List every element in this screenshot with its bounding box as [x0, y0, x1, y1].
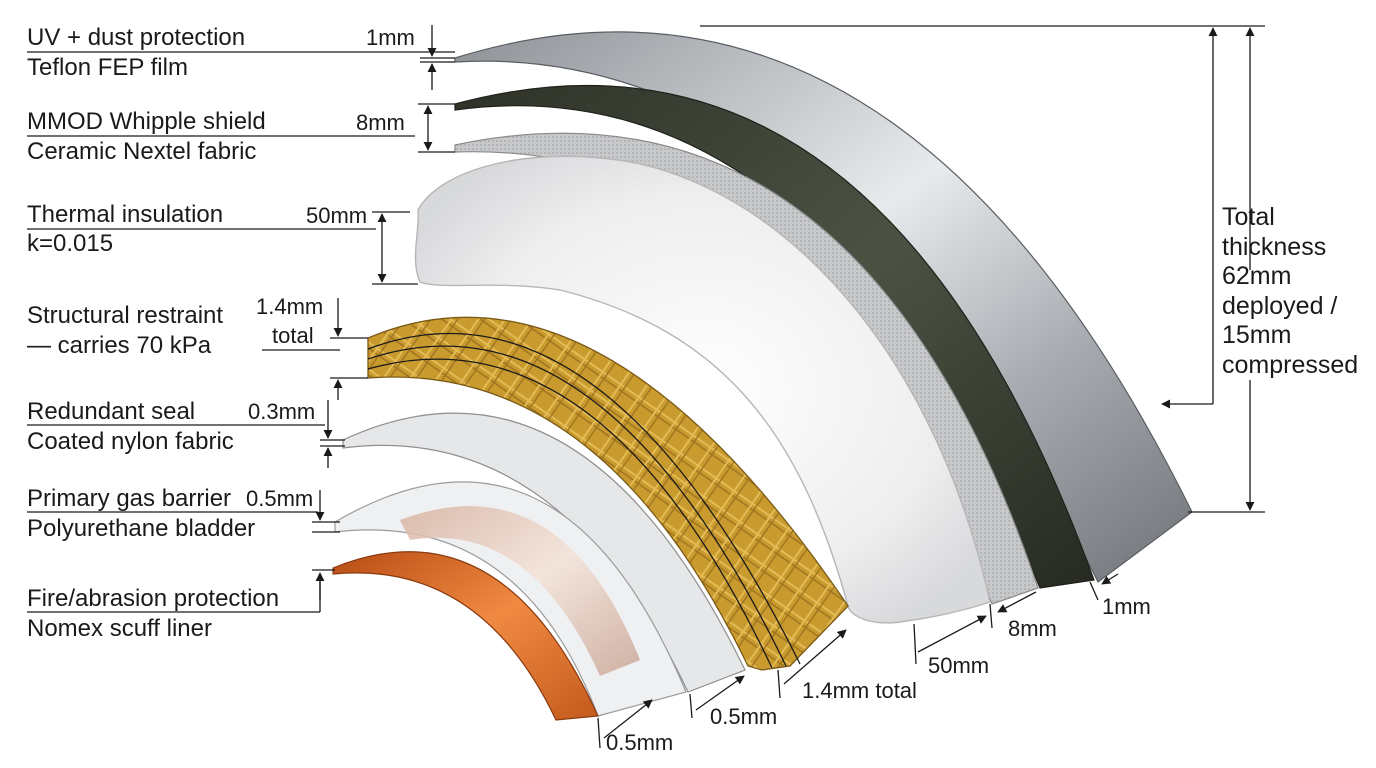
- layer-material: — carries 70 kPa: [27, 332, 212, 359]
- layer-material: Teflon FEP film: [27, 54, 188, 81]
- dim-line: [777, 669, 781, 699]
- dim-label: 0.5mm: [606, 730, 673, 755]
- label-nomex-layer: Fire/abrasion protection Nomex scuff lin…: [27, 569, 335, 642]
- dim-arrow: [783, 629, 847, 685]
- layer-name: Structural restraint: [27, 302, 223, 329]
- total-thickness-annotation: Total thickness 62mm deployed / 15mm com…: [700, 25, 1358, 513]
- label-mmod-layer: MMOD Whipple shield Ceramic Nextel fabri…: [27, 103, 455, 165]
- layer-material: k=0.015: [27, 230, 113, 257]
- dim-label: 50mm: [928, 653, 989, 678]
- layer-thickness: 0.3mm: [248, 399, 315, 424]
- restraint-ply-line: [367, 358, 773, 669]
- total-line3: 62mm: [1222, 262, 1291, 290]
- layer-name: Redundant seal: [27, 398, 195, 425]
- layer-thickness-line2: total: [272, 323, 314, 348]
- bottom-dim-mmod: 8mm: [989, 591, 1057, 641]
- dim-arrow: [1101, 573, 1119, 585]
- dim-line: [913, 623, 917, 665]
- layer-name: Thermal insulation: [27, 201, 223, 228]
- bottom-dim-outer: 1mm: [1089, 573, 1151, 619]
- total-line4: deployed /: [1222, 292, 1337, 320]
- bottom-dim-liner: 0.5mm: [597, 699, 673, 755]
- layer-name: Primary gas barrier: [27, 485, 231, 512]
- structural-restraint-layer: [367, 316, 849, 671]
- total-line6: compressed: [1222, 351, 1358, 379]
- bottom-dim-seal: 0.5mm: [689, 675, 777, 729]
- total-line1: Total: [1222, 203, 1275, 231]
- dim-line: [1089, 581, 1099, 601]
- bladder-film: [400, 506, 640, 676]
- layer-name: MMOD Whipple shield: [27, 108, 266, 135]
- layer-name: Fire/abrasion protection: [27, 585, 279, 612]
- dim-label: 8mm: [1008, 616, 1057, 641]
- layer-thickness: 0.5mm: [246, 486, 313, 511]
- label-thermal-layer: Thermal insulation k=0.015 50mm: [27, 201, 418, 285]
- layer-material: Nomex scuff liner: [27, 615, 212, 642]
- layer-thickness: 8mm: [356, 110, 405, 135]
- dim-arrow: [917, 615, 987, 653]
- nomex-liner-layer: [332, 551, 599, 721]
- restraint-ply-line: [367, 345, 787, 667]
- dim-line: [689, 693, 693, 719]
- dim-arrow: [997, 591, 1037, 613]
- layer-thickness: 50mm: [306, 203, 367, 228]
- dim-label: 0.5mm: [710, 704, 777, 729]
- layer-thickness-line1: 1.4mm: [256, 294, 323, 319]
- bottom-dim-restraint: 1.4mm total: [777, 629, 917, 703]
- layer-material: Ceramic Nextel fabric: [27, 138, 256, 165]
- label-seal-layer: Redundant seal Coated nylon fabric 0.3mm: [27, 398, 345, 468]
- dim-line: [597, 717, 601, 749]
- restraint-ply-line: [367, 332, 801, 665]
- total-line2: thickness: [1222, 233, 1326, 261]
- mmod-shield-layer: [454, 84, 1095, 589]
- layer-thickness: 1mm: [366, 25, 415, 50]
- total-line5: 15mm: [1222, 321, 1291, 349]
- bottom-dim-insulation: 50mm: [913, 615, 989, 678]
- dim-line: [989, 603, 993, 629]
- label-uv-layer: UV + dust protection Teflon FEP film 1mm: [27, 24, 455, 90]
- layer-name: UV + dust protection: [27, 24, 245, 51]
- dim-arrow: [695, 675, 745, 711]
- label-bladder-layer: Primary gas barrier Polyurethane bladder…: [27, 485, 340, 542]
- dim-arrow: [603, 699, 653, 739]
- thermal-insulation-layer: [414, 155, 991, 624]
- label-restraint-layer: Structural restraint — carries 70 kPa 1.…: [27, 294, 368, 400]
- layer-material: Coated nylon fabric: [27, 428, 234, 455]
- redundant-seal-layer: [342, 412, 746, 693]
- dim-label: 1.4mm total: [802, 678, 917, 703]
- dim-label: 1mm: [1102, 594, 1151, 619]
- layer-material: Polyurethane bladder: [27, 515, 255, 542]
